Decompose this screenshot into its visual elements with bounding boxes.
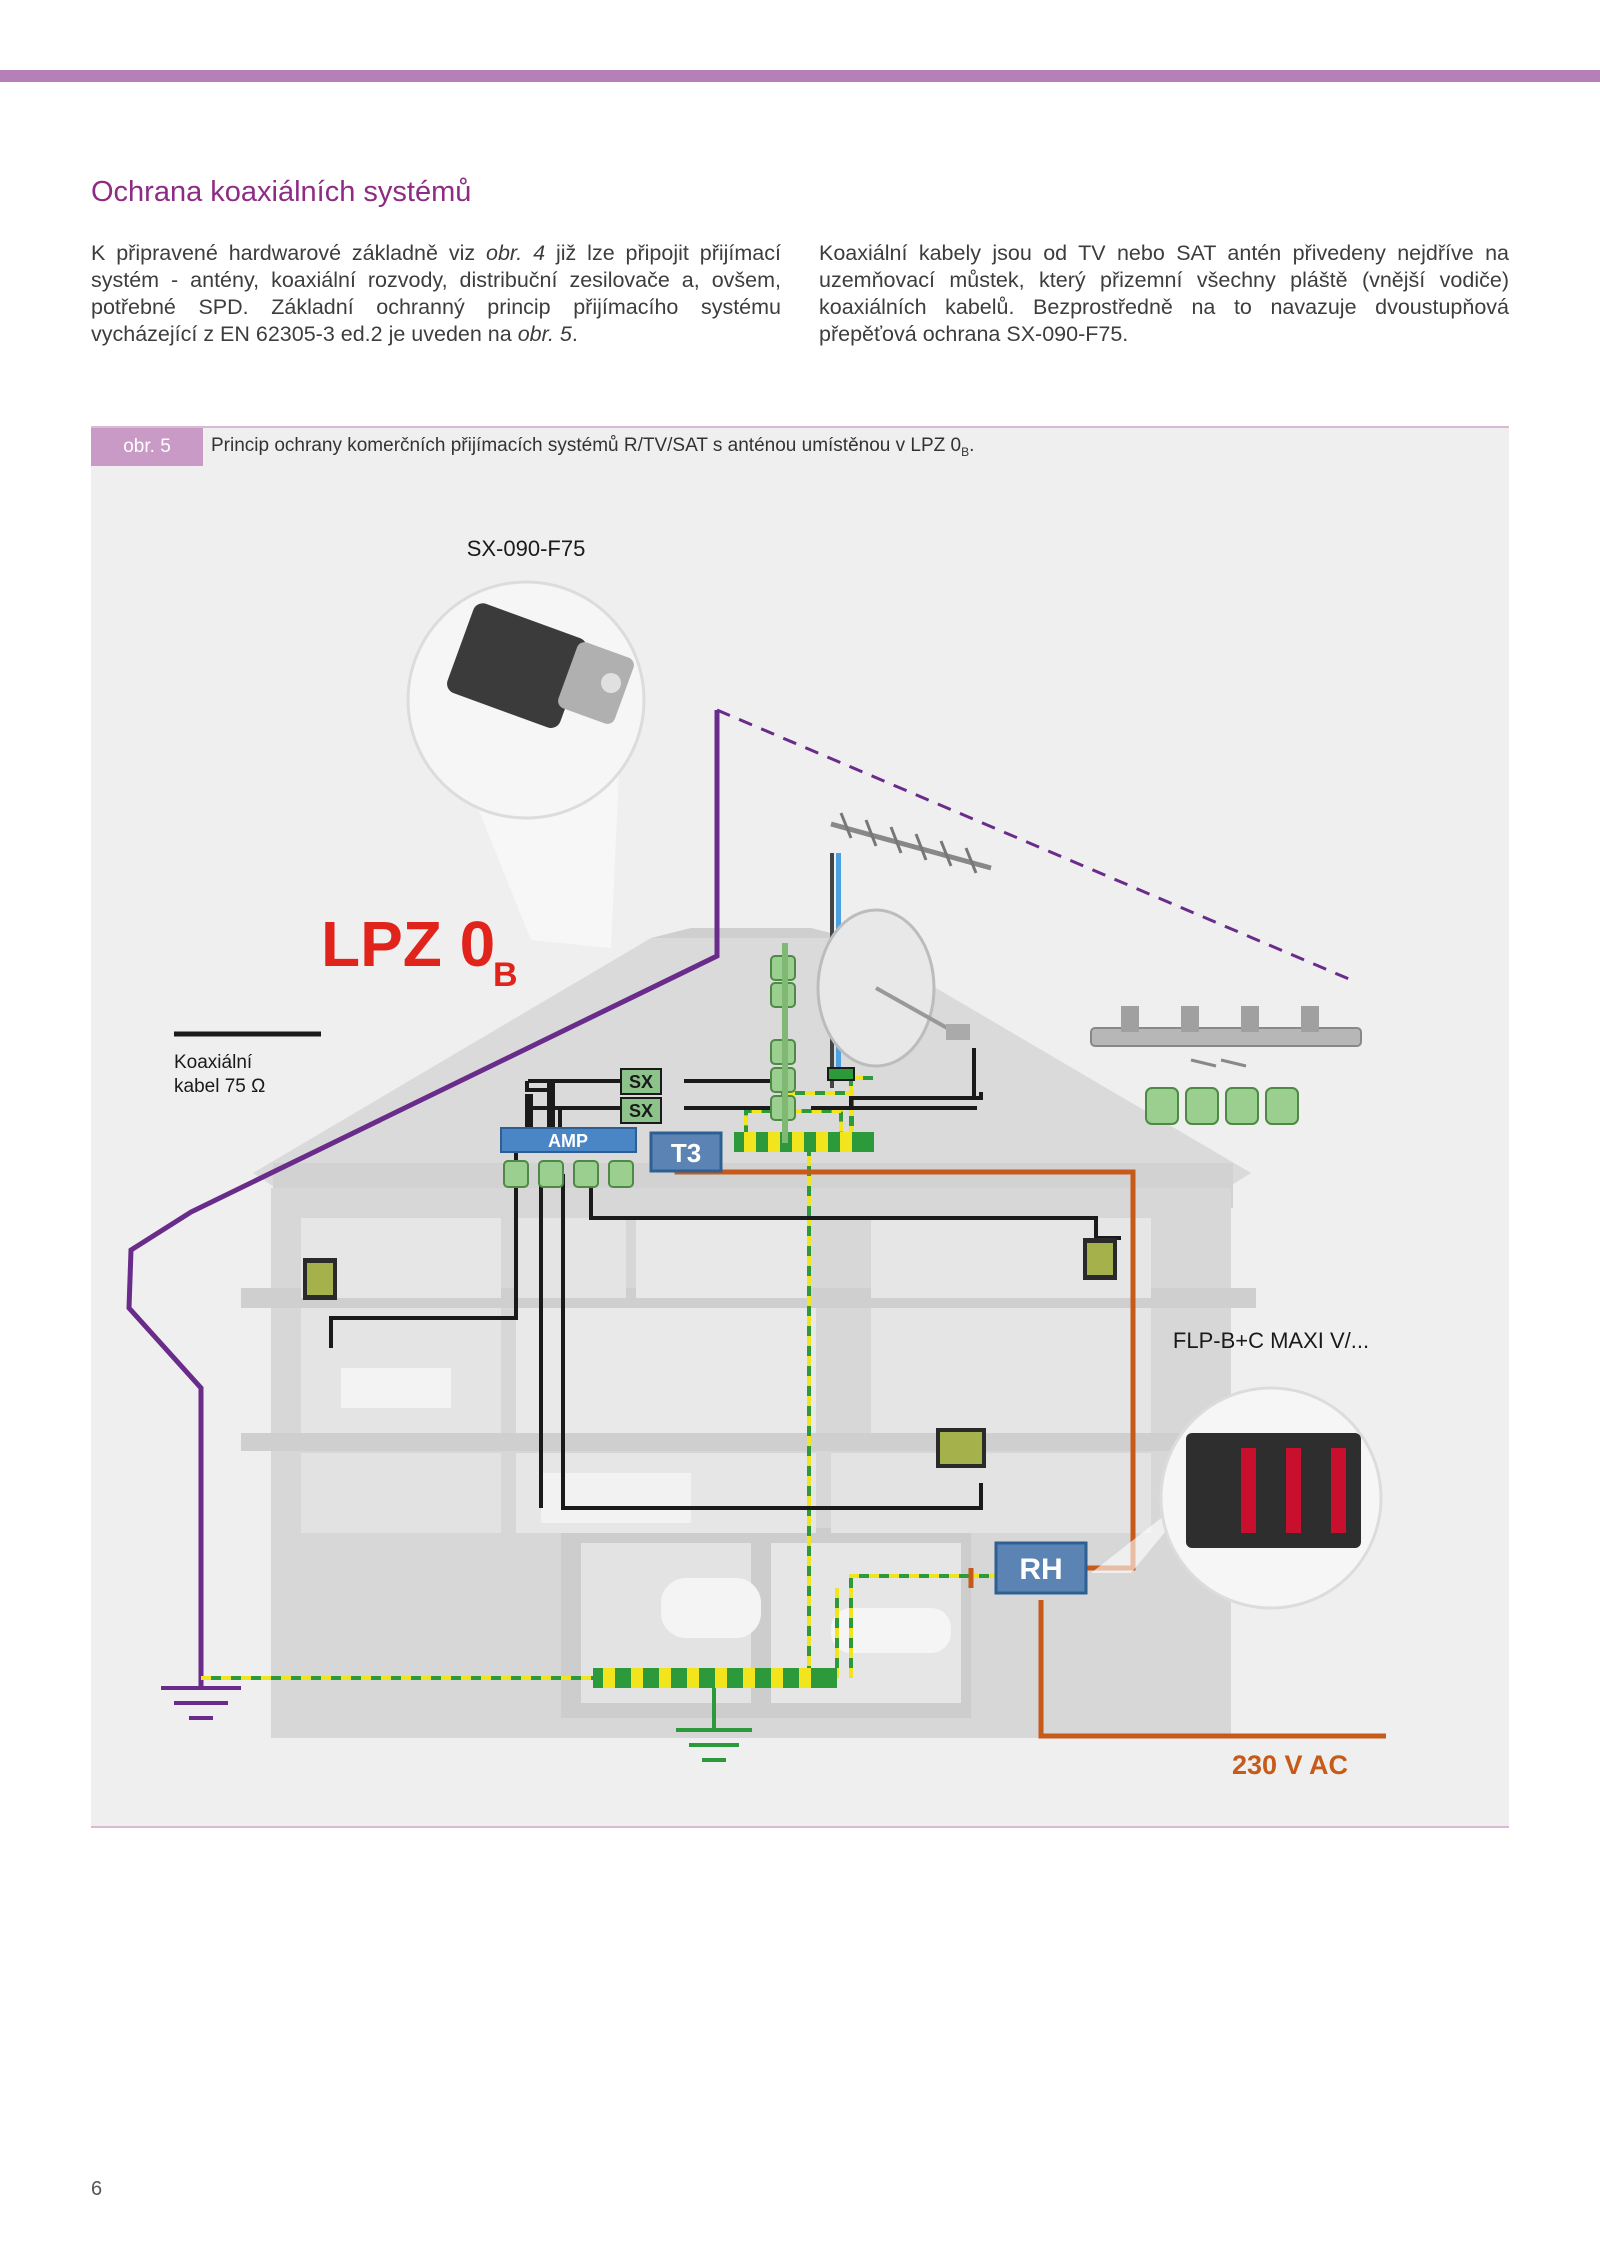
rh-label: RH [1019, 1553, 1062, 1586]
house-silhouette [241, 928, 1256, 1738]
intro-text-part1: K připravené hardwarové základně viz [91, 241, 487, 265]
equipotential-bar-basement [593, 1668, 837, 1688]
coax-connectors-roof [770, 943, 796, 1143]
figure-caption-sub: B [961, 444, 970, 459]
coax-connector-set [1145, 1087, 1299, 1125]
page-number: 6 [91, 2178, 103, 2200]
protection-diagram-illustration: SX SX AMP T3 RH [126, 536, 1386, 1780]
figure-tag: obr. 5 [91, 428, 203, 466]
sx-label-2: SX [629, 1101, 653, 1121]
coax-connectors-amp [503, 1160, 634, 1188]
figure-caption-end: . [969, 435, 975, 456]
sx-protector-2 [620, 1097, 662, 1124]
figure-caption-text: Princip ochrany komerčních přijímacích s… [211, 435, 962, 456]
lpz-label-sub: B [493, 956, 518, 994]
satellite-dish [816, 908, 970, 1081]
figure-caption: Princip ochrany komerčních přijímacích s… [211, 435, 974, 459]
lpz-boundary-dashed [716, 708, 1357, 984]
coax-legend-line2: kabel 75 Ω [174, 1076, 265, 1097]
earth-symbol-left [161, 1686, 241, 1720]
sx-label-1: SX [629, 1072, 653, 1092]
amp-label: AMP [548, 1131, 588, 1151]
product-top-label: SX-090-F75 [467, 536, 586, 561]
grounding-bridge-accessory [1090, 1006, 1362, 1068]
figure-ref-obr5: obr. 5 [517, 322, 572, 346]
intro-paragraph-left: K připravené hardwarové základně viz obr… [91, 240, 781, 348]
earth-symbol-center [676, 1680, 752, 1762]
intro-paragraph-right: Koaxiální kabely jsou od TV nebo SAT ant… [819, 241, 1509, 346]
pe-conductors [201, 1076, 997, 1680]
lightning-conductor-line [126, 710, 720, 1686]
t3-label: T3 [671, 1138, 701, 1168]
t3-box [649, 1131, 723, 1173]
section-heading: Ochrana koaxiálních systémů [91, 176, 472, 208]
intro-text-part3: . [571, 322, 578, 346]
sx-090-f75-product-callout [406, 580, 646, 948]
flp-b-c-maxi-product-callout [1091, 1386, 1383, 1610]
equipotential-bar-roof [734, 1132, 874, 1152]
amplifier-box [500, 1127, 637, 1153]
figure-obr5: obr. 5 Princip ochrany komerčních přijím… [91, 426, 1509, 1828]
intro-text-part2: již lze připojit přijímací systém - anté… [91, 241, 781, 346]
rh-distribution-box [994, 1541, 1088, 1595]
voltage-label: 230 V AC [1232, 1750, 1348, 1780]
product-right-label: FLP-B+C MAXI V/... [1173, 1328, 1369, 1353]
figure-ref-obr4: obr. 4 [486, 241, 546, 265]
sx-protector-1 [620, 1068, 662, 1095]
top-accent-bar [0, 70, 1600, 82]
coax-legend-line1: Koaxiální [174, 1052, 253, 1073]
lpz-label: LPZ 0 [321, 908, 495, 980]
